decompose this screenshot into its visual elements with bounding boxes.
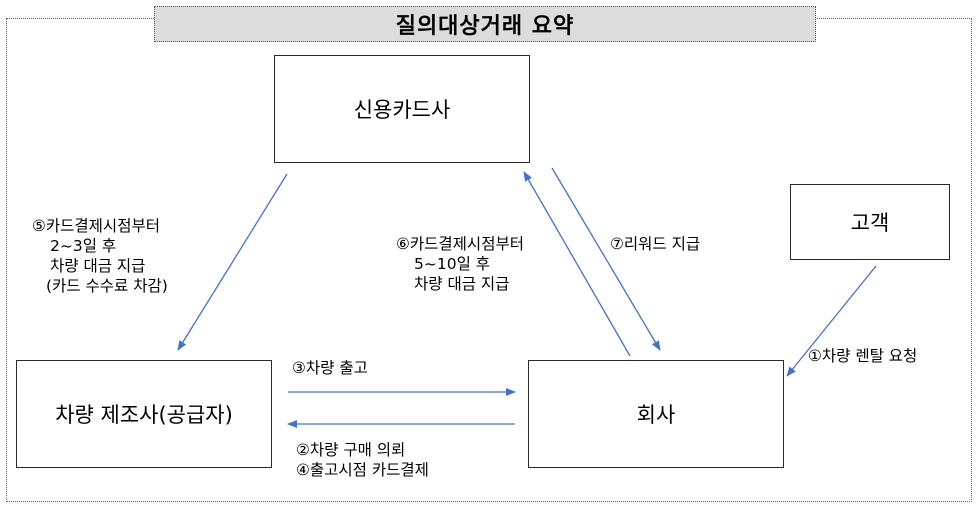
customer-label: 고객	[850, 211, 890, 235]
manufacturer-box: 차량 제조사(공급자)	[16, 360, 272, 468]
arrow-company-to-card	[523, 171, 631, 357]
diagram-title: 질의대상거래 요약	[154, 6, 816, 42]
step4-label: ④출고시점 카드결제	[296, 461, 429, 479]
company-label: 회사	[636, 403, 676, 427]
manufacturer-label: 차량 제조사(공급자)	[55, 403, 233, 427]
diagram-title-text: 질의대상거래 요약	[395, 14, 575, 39]
step7-label: ⑦리워드 지급	[610, 235, 701, 253]
company-box: 회사	[528, 360, 784, 468]
arrow-customer-to-company	[786, 265, 877, 377]
step3-label: ③차량 출고	[292, 359, 368, 377]
arrow-card-to-company	[551, 167, 661, 351]
step5-line1: ⑤카드결제시점부터	[32, 217, 160, 235]
step5-line2: 2~3일 후	[50, 237, 117, 255]
step2-label: ②차량 구매 의뢰	[296, 441, 406, 459]
customer-box: 고객	[790, 184, 950, 260]
step6-line2: 5~10일 후	[414, 255, 491, 273]
card-company-box: 신용카드사	[274, 55, 530, 163]
step6-line3: 차량 대금 지급	[414, 275, 510, 293]
step5-line4: (카드 수수료 차감)	[46, 277, 168, 295]
arrow-card-to-manufacturer	[177, 173, 288, 351]
card-company-label: 신용카드사	[353, 98, 451, 122]
step6-line1: ⑥카드결제시점부터	[396, 235, 524, 253]
step1-label: ①차량 렌탈 요청	[808, 347, 918, 365]
step5-line3: 차량 대금 지급	[50, 257, 146, 275]
